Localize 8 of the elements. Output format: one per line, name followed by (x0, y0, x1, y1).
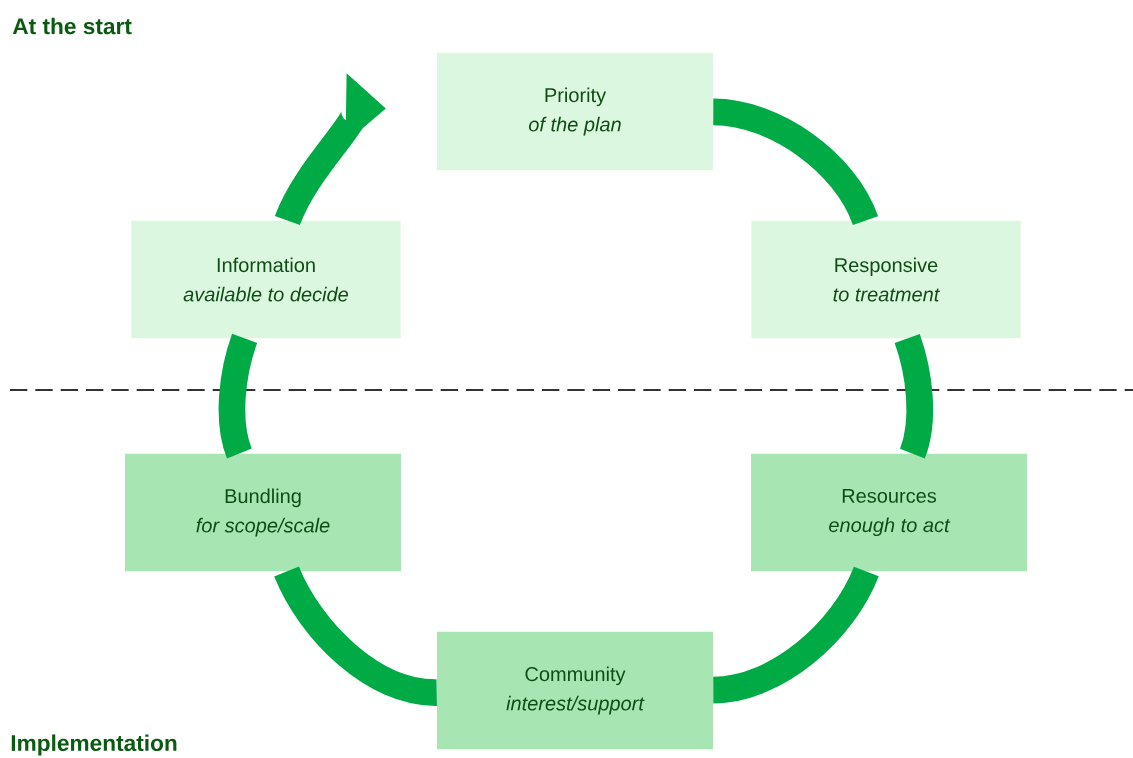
text-box: Priority of the plan (437, 52, 713, 171)
section-heading: At the start (12, 17, 132, 35)
section-heading: Implementation (11, 734, 177, 756)
text-box: Information available to decide (131, 220, 401, 339)
text-box: Resources enough to act (751, 453, 1027, 572)
text-box: Community interest/support (437, 631, 713, 750)
text-box: Bundling for scope/scale (125, 453, 401, 572)
text-box: Responsive to treatment (751, 220, 1021, 339)
